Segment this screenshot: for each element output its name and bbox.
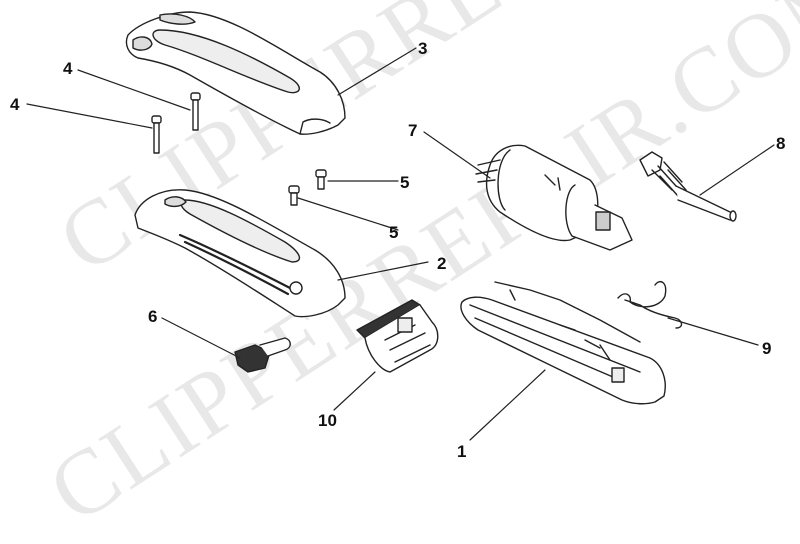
callout-8: 8 <box>776 134 786 153</box>
callout-4-upper: 4 <box>63 59 73 78</box>
leader-lines <box>26 47 775 441</box>
power-cord-plug <box>639 151 737 222</box>
top-housing-cover <box>125 11 346 135</box>
screw-4b <box>151 115 162 154</box>
callout-9: 9 <box>762 339 772 358</box>
screw-5a <box>315 169 327 190</box>
callout-10: 10 <box>318 411 337 430</box>
screw-4a <box>190 92 201 131</box>
callout-4-lower: 4 <box>10 95 20 114</box>
callout-2: 2 <box>437 254 447 273</box>
callout-1: 1 <box>457 442 467 461</box>
motor <box>475 144 633 251</box>
spring-clip <box>617 281 683 329</box>
cutting-blade <box>356 299 439 373</box>
lower-housing-shell <box>134 189 346 318</box>
callout-7: 7 <box>408 121 418 140</box>
callout-5-lower: 5 <box>389 223 399 242</box>
lever-switch <box>234 337 291 373</box>
base-housing <box>460 281 666 405</box>
callout-3: 3 <box>418 39 428 58</box>
screw-5b <box>288 185 300 206</box>
exploded-parts-diagram <box>26 11 775 441</box>
callout-6: 6 <box>148 307 158 326</box>
callout-5-upper: 5 <box>400 173 410 192</box>
